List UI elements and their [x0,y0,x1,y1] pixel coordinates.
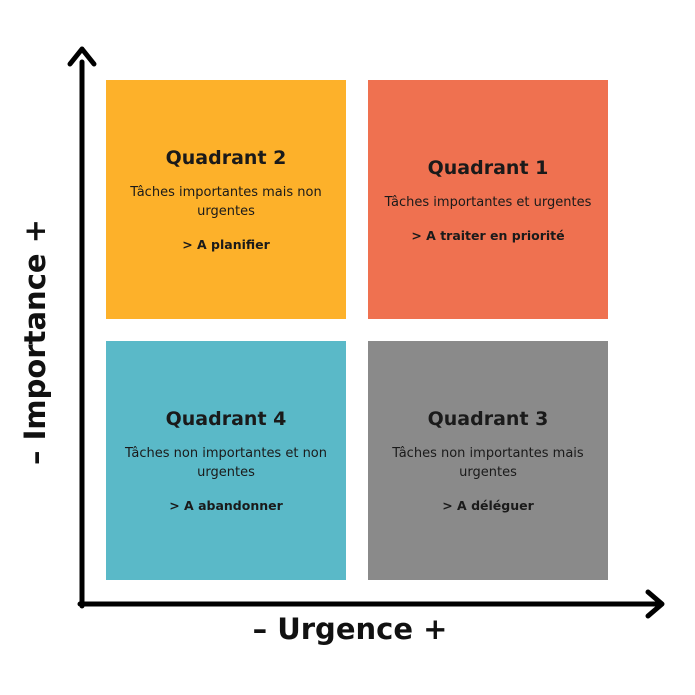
quadrant-3-action: > A déléguer [442,498,534,513]
quadrant-3-description: Tâches non importantes mais urgentes [392,446,584,480]
quadrant-2: Quadrant 2 Tâches importantes mais non u… [106,80,346,319]
quadrant-2-action: > A planifier [182,237,270,252]
quadrant-4-title: Quadrant 4 [165,408,287,430]
quadrant-1-title: Quadrant 1 [427,156,549,179]
quadrant-1: Quadrant 1 Tâches importantes et urgente… [368,80,608,319]
quadrant-1-action: > A traiter en priorité [411,227,565,243]
quadrant-3: Quadrant 3 Tâches non importantes mais u… [368,341,608,580]
quadrant-4-action: > A abandonner [169,498,283,513]
quadrant-4-description: Tâches non importantes et non urgentes [124,446,328,480]
quadrant-3-title: Quadrant 3 [427,408,549,430]
quadrant-1-description: Tâches importantes et urgentes [384,194,592,210]
quadrant-2-description: Tâches importantes mais non urgentes [130,185,322,219]
y-axis-arrowhead [67,46,97,67]
quadrant-4: Quadrant 4 Tâches non importantes et non… [106,341,346,580]
x-axis-label: – Urgence + [252,612,448,646]
x-axis-arrowhead [645,589,665,619]
quadrant-2-title: Quadrant 2 [165,147,287,169]
y-axis-label: – Importance + [18,219,52,465]
